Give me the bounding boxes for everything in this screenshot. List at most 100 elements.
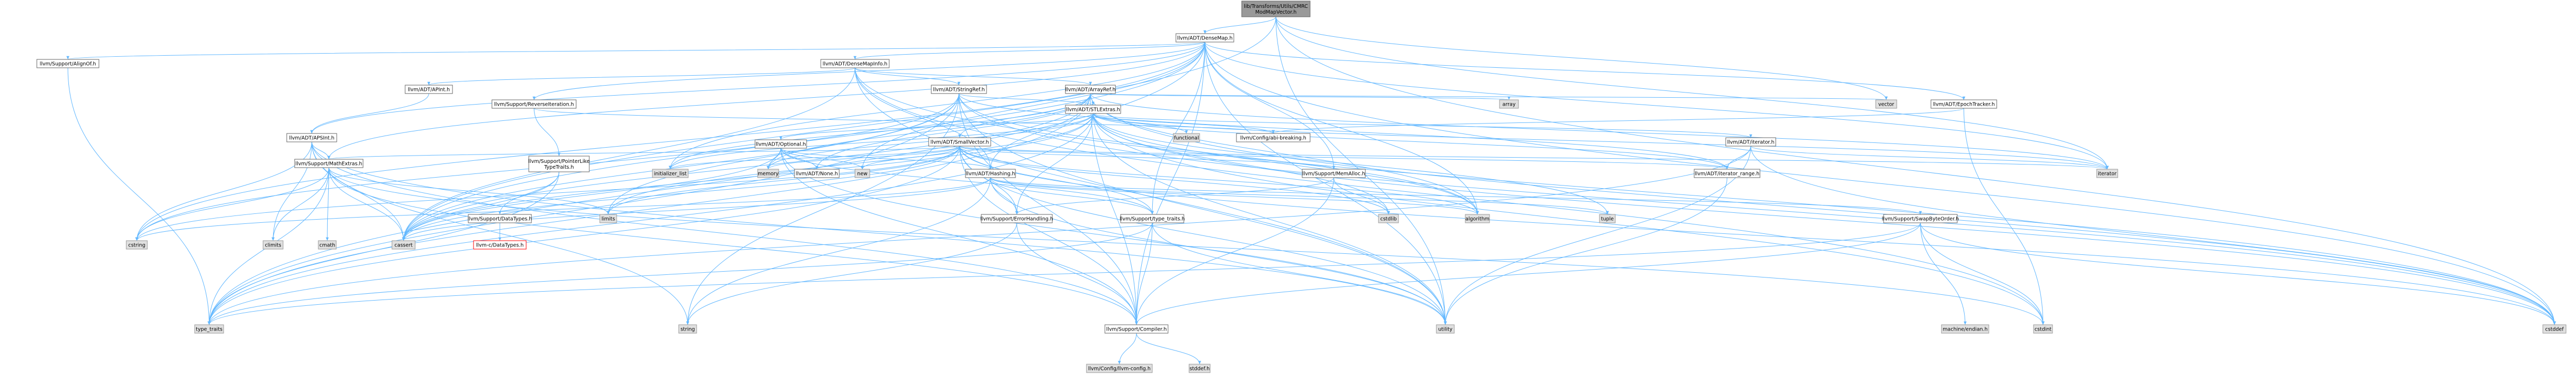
node-arrayref[interactable]: llvm/ADT/ArrayRef.h bbox=[1065, 85, 1116, 94]
node-stringref[interactable]: llvm/ADT/StringRef.h bbox=[931, 85, 987, 94]
node-cstddef: cstddef bbox=[2542, 324, 2567, 334]
edge-apsint-to-cstring bbox=[135, 141, 312, 241]
edge-stlextras-to-iterrange bbox=[1093, 113, 1729, 170]
node-stlextras[interactable]: llvm/ADT/STLExtras.h bbox=[1065, 105, 1121, 114]
node-label-alignof: llvm/Support/AlignOf.h bbox=[39, 61, 96, 67]
node-label-apsint: llvm/ADT/APSInt.h bbox=[289, 136, 334, 141]
node-box-datatypes bbox=[468, 214, 532, 223]
node-densemapinfo[interactable]: llvm/ADT/DenseMapInfo.h bbox=[820, 59, 890, 68]
node-cdatatypes[interactable]: llvm-c/DataTypes.h bbox=[473, 240, 527, 250]
edge-stlextras-to-cstddef bbox=[1093, 113, 2556, 325]
edge-densemap-to-compiler bbox=[1135, 42, 1205, 325]
node-tuple: tuple bbox=[1599, 214, 1616, 223]
edge-memalloc-to-errhandling bbox=[1015, 177, 1334, 215]
node-box-new bbox=[854, 169, 870, 178]
edge-apint-to-apsint bbox=[310, 93, 429, 134]
edge-stringref-to-iterrange bbox=[959, 93, 1729, 170]
node-label-compiler: llvm/Support/Compiler.h bbox=[1106, 327, 1166, 333]
edge-densemap-to-utility bbox=[1204, 42, 1447, 325]
node-typetraits[interactable]: llvm/Support/type_traits.h bbox=[1120, 214, 1185, 223]
edge-densemap-to-alignof bbox=[67, 42, 1205, 60]
edge-hashing-to-tuple bbox=[990, 177, 1609, 215]
node-cassert: cassert bbox=[391, 240, 416, 250]
node-label-type_traits_std: type_traits bbox=[196, 327, 223, 333]
node-errhandling[interactable]: llvm/Support/ErrorHandling.h bbox=[980, 214, 1053, 223]
edge-arrayref-to-array bbox=[1090, 93, 1510, 100]
edge-root-to-cstddef bbox=[1275, 16, 2556, 325]
edge-mathextras-to-compiler bbox=[328, 167, 1138, 325]
node-box-apsint bbox=[286, 133, 337, 142]
node-label-epoch: llvm/ADT/EpochTracker.h bbox=[1933, 102, 1995, 108]
node-iterrange[interactable]: llvm/ADT/iterator_range.h bbox=[1694, 169, 1760, 178]
node-box-tuple bbox=[1599, 214, 1616, 223]
edge-stlextras-to-config_abi bbox=[1093, 113, 1275, 134]
node-label-datatypes: llvm/Support/DataTypes.h bbox=[468, 217, 532, 222]
node-swapbyte[interactable]: llvm/Support/SwapByteOrder.h bbox=[1882, 214, 1959, 223]
node-box-alignof bbox=[36, 59, 99, 68]
node-apsint[interactable]: llvm/ADT/APSInt.h bbox=[286, 133, 337, 142]
edge-stringref-to-compiler bbox=[959, 93, 1138, 325]
node-smallvector[interactable]: llvm/ADT/SmallVector.h bbox=[928, 137, 991, 147]
node-label-swapbyte: llvm/Support/SwapByteOrder.h bbox=[1882, 217, 1959, 222]
node-cstdint: cstdint bbox=[2033, 324, 2053, 334]
edge-swapbyte-to-type_traits_std bbox=[207, 222, 1921, 325]
edge-smallvector-to-cstdlib bbox=[959, 146, 1390, 215]
node-alignof[interactable]: llvm/Support/AlignOf.h bbox=[36, 59, 99, 68]
node-hashing[interactable]: llvm/ADT/Hashing.h bbox=[965, 169, 1016, 178]
node-box-none bbox=[794, 169, 840, 178]
node-utility: utility bbox=[1436, 324, 1455, 334]
node-cstring: cstring bbox=[126, 240, 148, 250]
edge-arrayref-to-cstddef bbox=[1090, 93, 2556, 325]
edge-smallvector-to-new bbox=[861, 146, 960, 170]
node-optional[interactable]: llvm/ADT/Optional.h bbox=[754, 139, 807, 149]
node-box-utility bbox=[1436, 324, 1455, 334]
edge-stlextras-to-algorithm bbox=[1093, 113, 1479, 215]
edge-memalloc-to-cstdlib bbox=[1333, 177, 1390, 215]
node-datatypes[interactable]: llvm/Support/DataTypes.h bbox=[468, 214, 532, 223]
node-vector: vector bbox=[1875, 99, 1897, 109]
node-iterator[interactable]: llvm/ADT/iterator.h bbox=[1725, 137, 1776, 147]
node-label-cdatatypes: llvm-c/DataTypes.h bbox=[476, 243, 524, 249]
node-memory: memory bbox=[757, 169, 779, 178]
node-apint[interactable]: llvm/ADT/APInt.h bbox=[405, 85, 453, 94]
node-config_abi[interactable]: llvm/Config/abi-breaking.h bbox=[1236, 133, 1311, 142]
node-algorithm: algorithm bbox=[1465, 214, 1490, 223]
edge-densemap-to-apsint bbox=[310, 42, 1205, 134]
node-none[interactable]: llvm/ADT/None.h bbox=[794, 169, 840, 178]
edge-densemap-to-epoch bbox=[1204, 42, 1966, 100]
node-box-ptrlike bbox=[528, 156, 590, 172]
edge-optional-to-new bbox=[780, 148, 864, 170]
node-compiler[interactable]: llvm/Support/Compiler.h bbox=[1104, 324, 1169, 334]
node-memalloc[interactable]: llvm/Support/MemAlloc.h bbox=[1302, 169, 1366, 178]
edge-iterator-to-iterrange bbox=[1725, 146, 1751, 170]
node-machendian: machine/endian.h bbox=[1941, 324, 1989, 334]
node-box-iterator_std bbox=[2096, 169, 2118, 178]
edge-hashing-to-typetraits bbox=[990, 177, 1154, 215]
node-box-swapbyte bbox=[1883, 214, 1958, 223]
edge-densemapinfo-to-stringref bbox=[854, 67, 961, 86]
node-label-cmath: cmath bbox=[319, 243, 335, 249]
node-label-iterrange: llvm/ADT/iterator_range.h bbox=[1695, 171, 1759, 177]
node-epoch[interactable]: llvm/ADT/EpochTracker.h bbox=[1930, 99, 1997, 109]
edge-smallvector-to-mathextras bbox=[327, 146, 960, 160]
node-box-memalloc bbox=[1302, 169, 1366, 178]
edge-smallvector-to-limits bbox=[607, 146, 960, 215]
edge-stlextras-to-cstdlib bbox=[1093, 113, 1390, 215]
node-label-machendian: machine/endian.h bbox=[1943, 327, 1987, 333]
node-mathextras[interactable]: llvm/Support/MathExtras.h bbox=[294, 159, 364, 168]
node-label-stringref: llvm/ADT/StringRef.h bbox=[933, 87, 984, 93]
edge-compiler-to-stddef bbox=[1136, 333, 1201, 365]
edge-errhandling-to-string bbox=[686, 222, 1017, 325]
node-densemap[interactable]: llvm/ADT/DenseMap.h bbox=[1175, 33, 1234, 43]
edge-iterator-to-utility bbox=[1444, 146, 1751, 325]
edge-swapbyte-to-cstdint bbox=[1920, 222, 2045, 325]
edge-root-to-cassert bbox=[402, 16, 1276, 241]
node-label-mathextras: llvm/Support/MathExtras.h bbox=[296, 161, 363, 167]
node-label-functional: functional bbox=[1174, 136, 1199, 141]
node-limits: limits bbox=[599, 214, 617, 223]
edge-swapbyte-to-compiler bbox=[1135, 222, 1921, 325]
node-reverseiter[interactable]: llvm/Support/ReverseIteration.h bbox=[491, 99, 577, 109]
node-label-stddef: stddef.h bbox=[1190, 366, 1210, 372]
